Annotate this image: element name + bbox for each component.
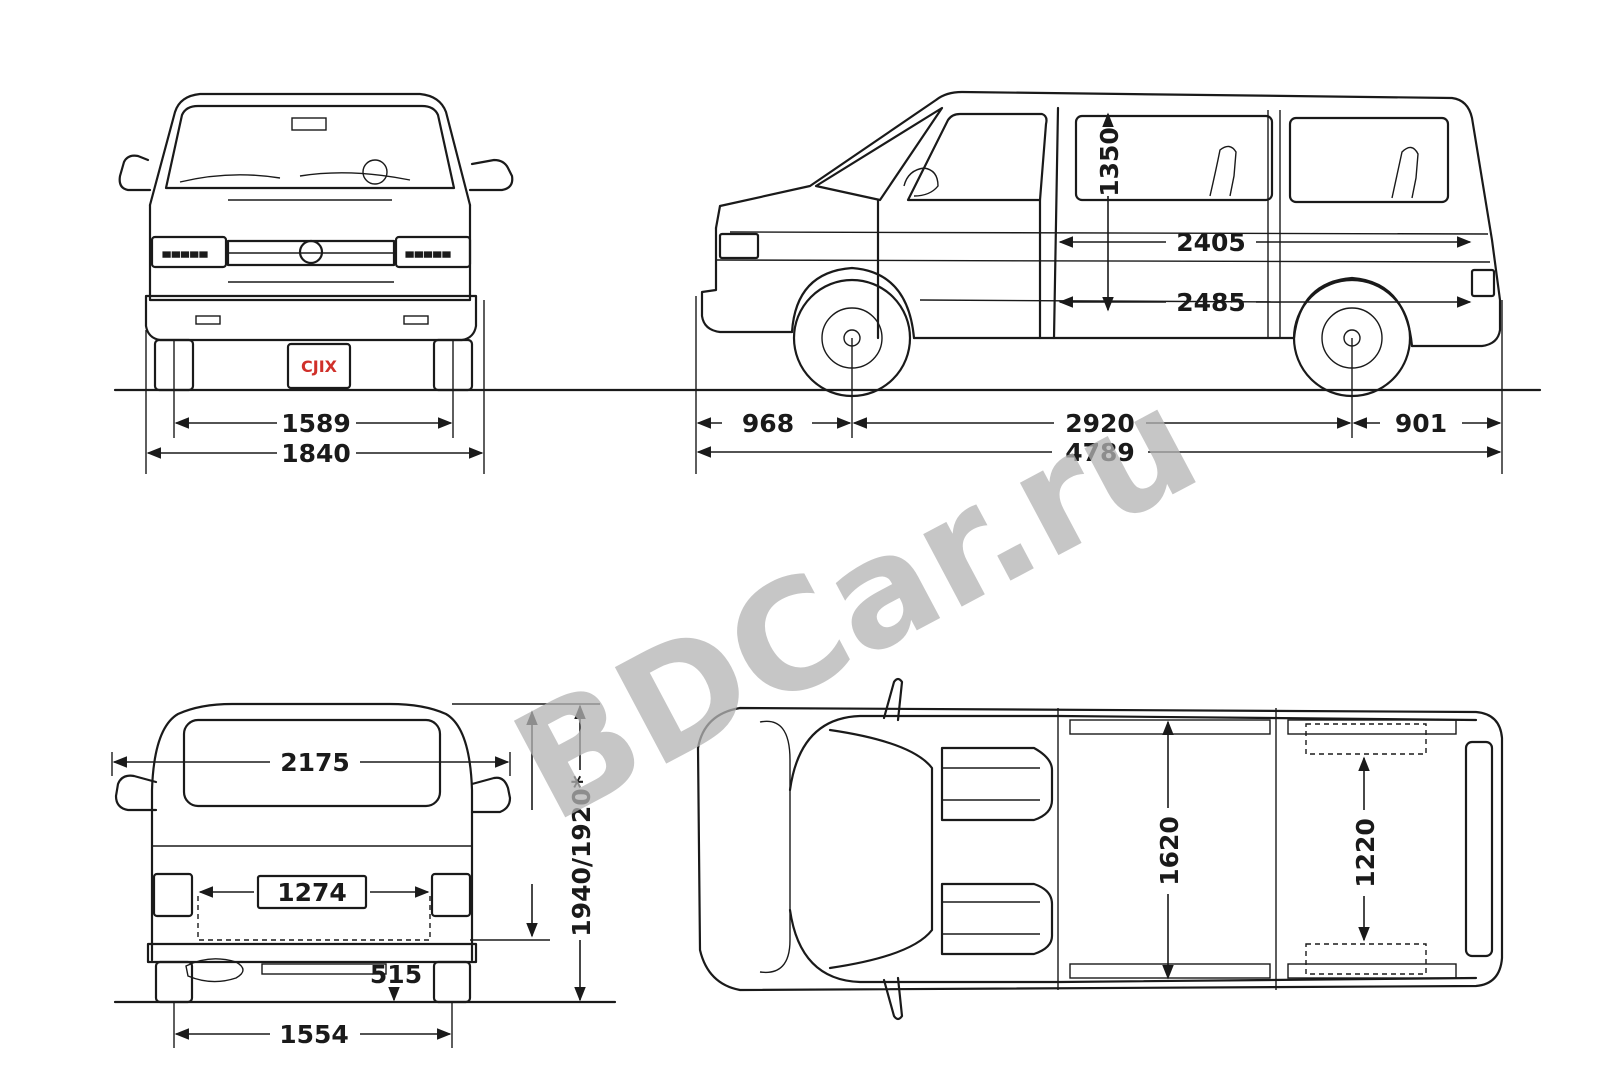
overall-height-label: 1940/1920* [567, 775, 596, 936]
load-length-upper-label: 2405 [1176, 228, 1246, 257]
rear-view: 2175 1274 515 1940/1920* 1554 [111, 702, 617, 1049]
watermark: BDCar.ru [488, 354, 1223, 855]
top-view: 1620 1220 [696, 677, 1504, 1021]
width-between-arches-label: 1220 [1351, 818, 1380, 888]
loading-sill-height-label: 515 [370, 960, 422, 989]
front-width-label: 1840 [281, 439, 351, 468]
front-track-label: 1589 [281, 409, 351, 438]
svg-text:≡≡≡≡≡: ≡≡≡≡≡ [405, 248, 451, 261]
rear-overhang-label: 901 [1395, 409, 1447, 438]
rear-opening-width-label: 1274 [277, 878, 347, 907]
interior-height-label: 1350 [1095, 127, 1124, 197]
front-view: ≡≡≡≡≡ ≡≡≡≡≡ CJIX 1589 1840 [113, 92, 1542, 474]
mirror-width-label: 2175 [280, 748, 350, 777]
wheelbase-label: 2920 [1065, 409, 1135, 438]
license-plate-text: CJIX [301, 357, 338, 376]
overall-length-label: 4789 [1065, 438, 1135, 467]
license-plate [286, 342, 352, 390]
front-overhang-label: 968 [742, 409, 794, 438]
side-view: 968 2920 901 4789 1350 2405 2485 [695, 90, 1503, 474]
interior-width-label: 1620 [1155, 816, 1184, 886]
rear-track-label: 1554 [279, 1020, 349, 1049]
load-length-lower-label: 2485 [1176, 288, 1246, 317]
svg-text:≡≡≡≡≡: ≡≡≡≡≡ [162, 248, 208, 261]
